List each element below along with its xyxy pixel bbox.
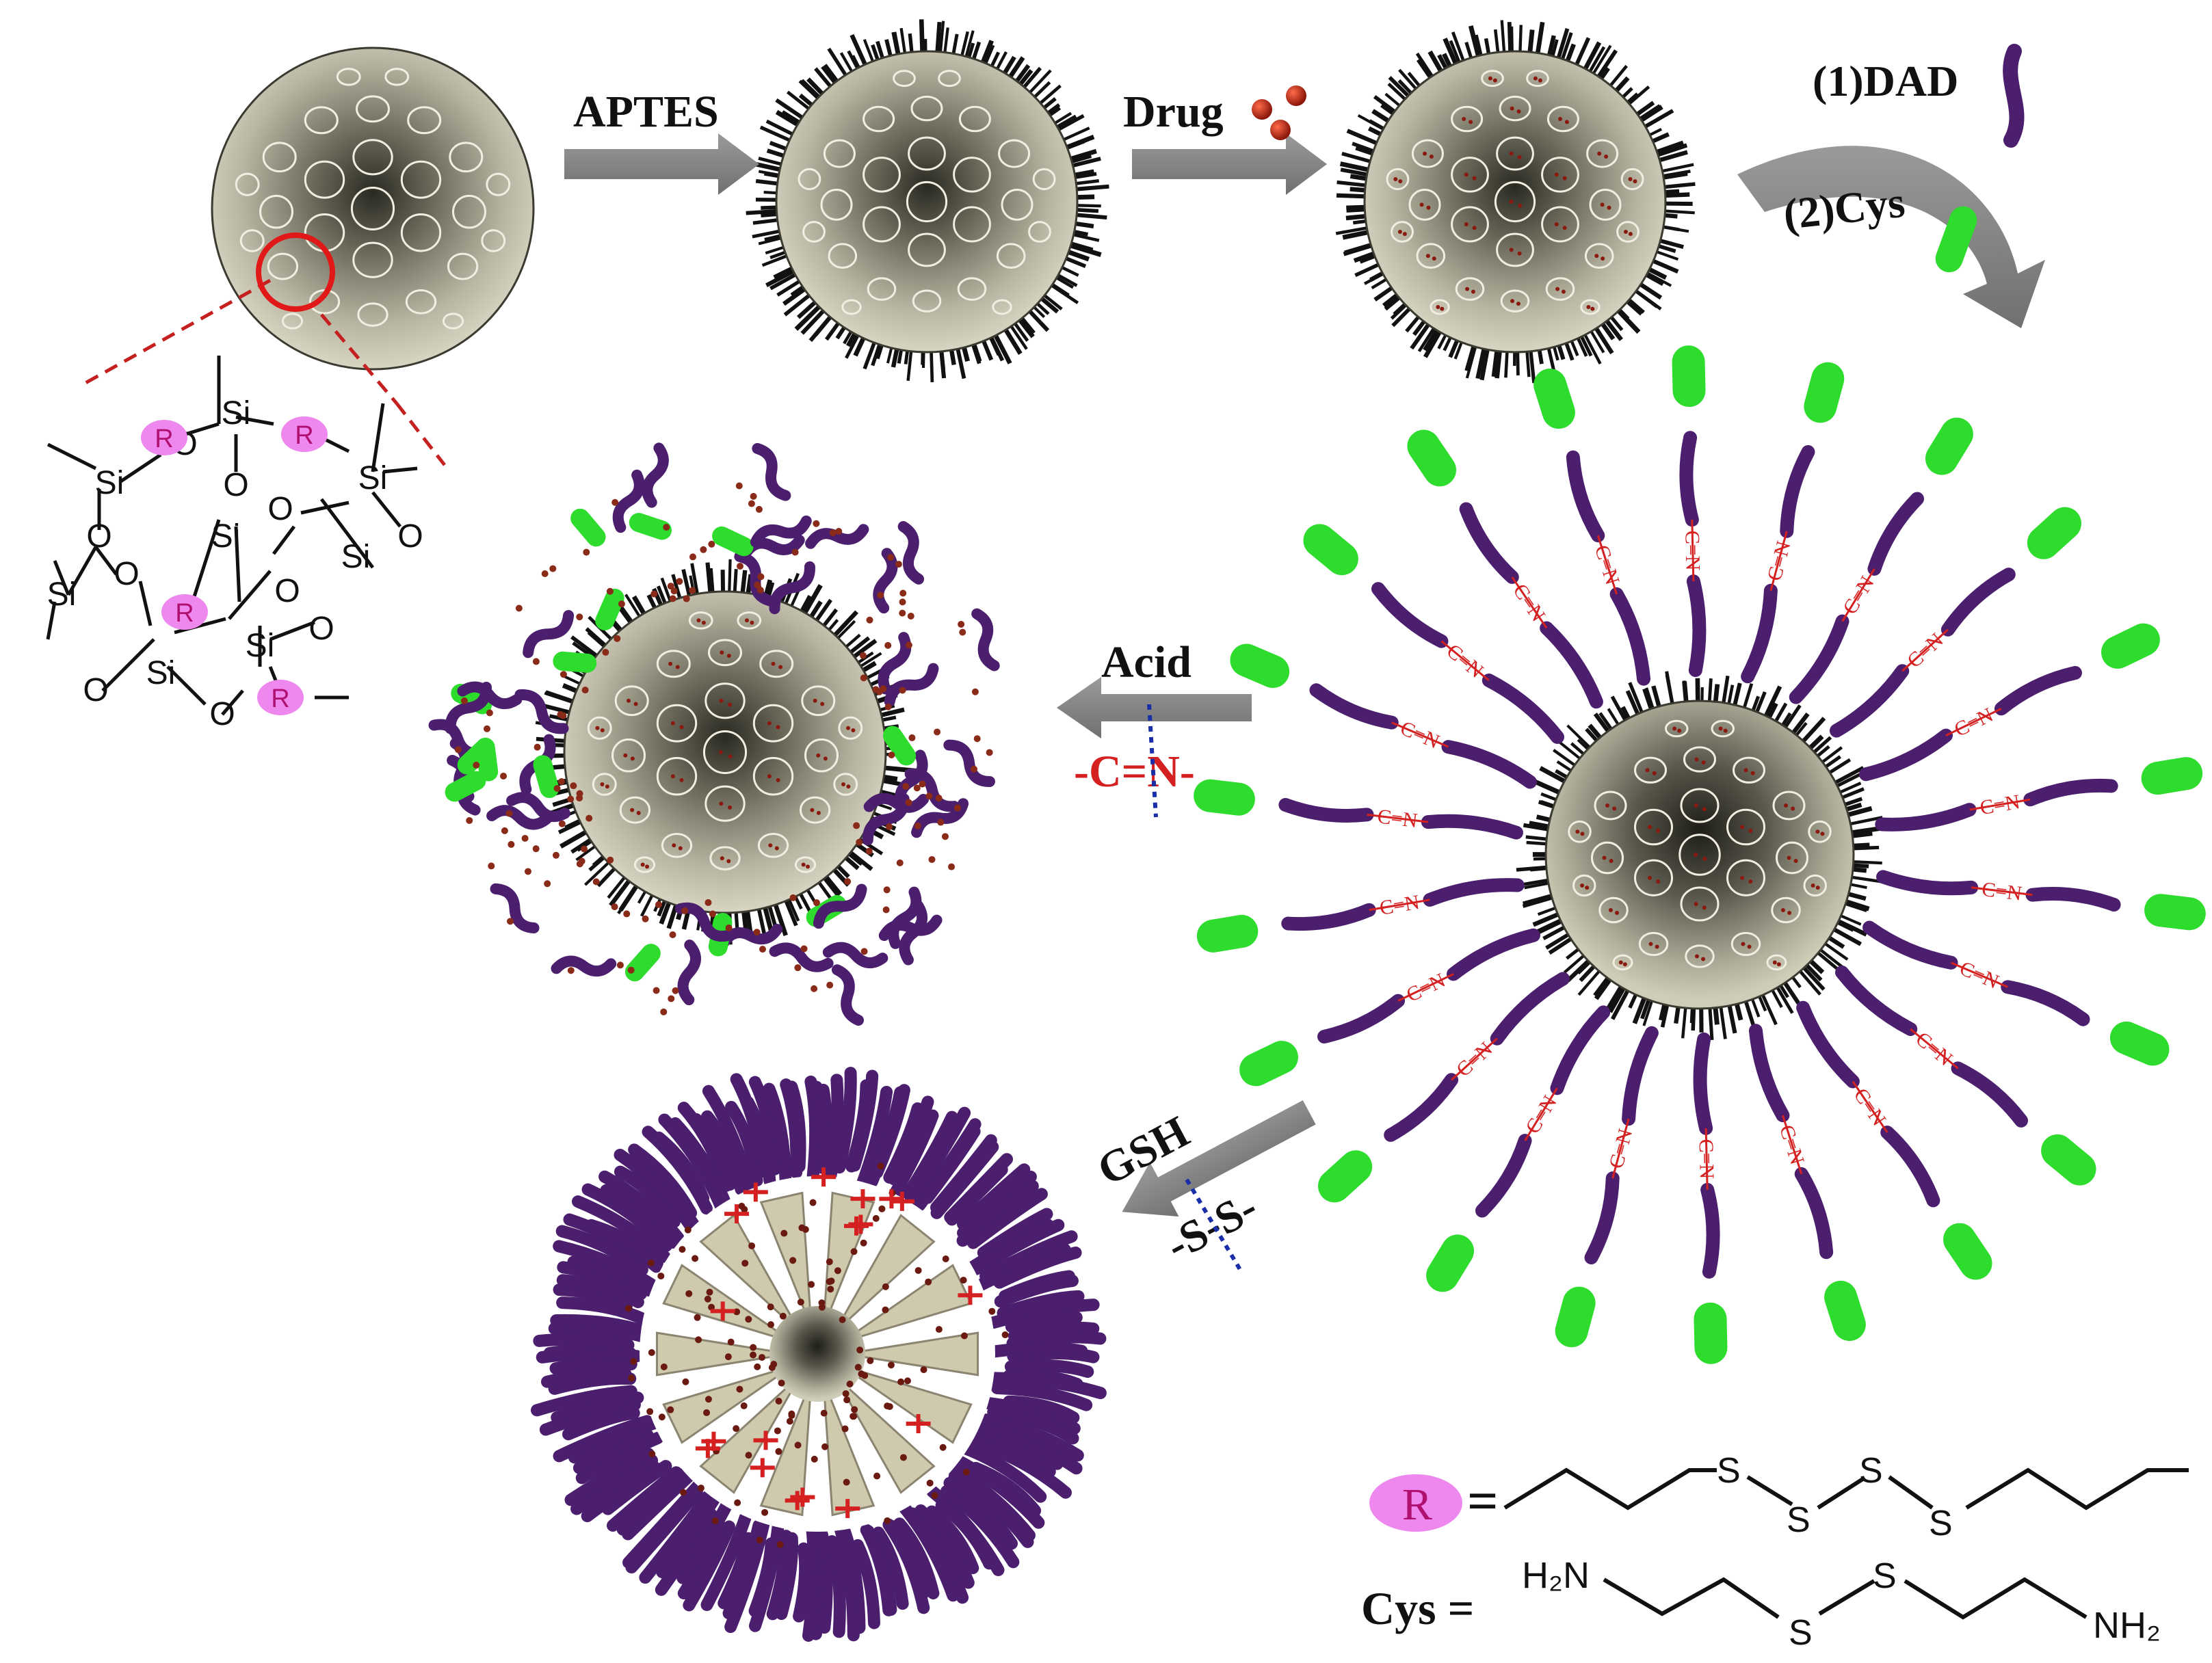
linker-cn-label: C=N — [1951, 704, 1997, 741]
aptes-arrow — [564, 133, 759, 195]
nanoparticle-layer — [212, 19, 1883, 1040]
r-s-2: S — [1787, 1500, 1811, 1540]
silica-atom: O — [308, 611, 334, 647]
silica-atom: O — [114, 556, 139, 592]
r-legend-equals: = — [1467, 1472, 1499, 1532]
silica-atom: O — [86, 518, 111, 555]
silica-atom: O — [223, 467, 248, 503]
drug-molecules-icon — [1252, 85, 1306, 140]
r-chain-3 — [1818, 1478, 1864, 1508]
silica-atom: Si — [341, 539, 371, 575]
linker-cn-label: C=N — [1956, 957, 2002, 993]
cys-nh2: NH₂ — [2093, 1605, 2161, 1646]
r-chain-5 — [1966, 1470, 2189, 1508]
silica-atom: O — [397, 518, 423, 555]
silica-atom: Si — [358, 460, 388, 496]
acid-label: Acid — [1101, 637, 1191, 687]
linker-cn-label: C=N — [1521, 1091, 1562, 1137]
silica-atom: Si — [222, 395, 251, 431]
silica-atom: Si — [47, 576, 77, 613]
r-chain-4 — [1889, 1477, 1932, 1508]
msn-drug-loaded — [1336, 21, 1695, 384]
decoration-layer: C=NC=NC=NC=NC=NC=NC=NC=NC=NC=NC=NC=NC=NC… — [431, 345, 2207, 1636]
silica-atom: Si — [211, 518, 241, 555]
linker-cn-label: C=N — [1981, 878, 2023, 905]
linker-cn-label: C=N — [1376, 805, 1419, 832]
r-chain-2 — [1748, 1477, 1792, 1504]
silica-r-group: R — [175, 599, 194, 628]
cys-h2n: H₂N — [1522, 1555, 1590, 1596]
linker-cn-label: C=N — [1397, 717, 1443, 753]
linker-cn-label: C=N — [1681, 530, 1704, 570]
cys-legend-label: Cys = — [1361, 1582, 1474, 1634]
linker-cn-label: C=N — [1443, 639, 1488, 682]
curved-arrow — [1737, 146, 2045, 328]
cys-chain-1 — [1604, 1580, 1778, 1617]
degraded-sphere — [537, 1073, 1101, 1636]
silica-atom: Si — [95, 465, 124, 501]
silica-atom: O — [267, 491, 293, 527]
silica-atom: O — [83, 672, 108, 708]
cys-s-1: S — [1789, 1613, 1813, 1653]
silica-r-group: R — [155, 425, 173, 453]
cys-s-2: S — [1873, 1556, 1897, 1596]
linker-cn-label: C=N — [1911, 1028, 1956, 1071]
linker-cn-label: C=N — [1978, 790, 2021, 819]
linker-cn-label: C=N — [1849, 1085, 1891, 1130]
silica-atom: Si — [146, 655, 176, 691]
dad-step-label: (1)DAD — [1813, 57, 1958, 105]
zoom-line-right-tail — [397, 403, 445, 465]
linker-cn-label: C=N — [1605, 1126, 1637, 1171]
r-legend-symbol: R — [1402, 1480, 1432, 1530]
dad-molecule-icon — [2010, 51, 2016, 140]
r-s-1: S — [1717, 1451, 1741, 1491]
cn-bond-label: -C=N- — [1074, 747, 1195, 797]
drug-arrow — [1132, 133, 1327, 195]
linker-cn-label: C=N — [1839, 572, 1879, 618]
silica-atom: Si — [246, 628, 275, 664]
silica-r-group: R — [295, 421, 313, 450]
aptes-label: APTES — [573, 87, 719, 137]
legend: R = S S S S Cys = H₂N S S NH₂ — [1361, 1451, 2189, 1653]
msn-capped — [1516, 671, 1883, 1040]
linker-cn-label: C=N — [1378, 891, 1421, 920]
msn-bare — [212, 48, 534, 369]
zoom-line-left — [85, 280, 270, 383]
linker-cn-label: C=N — [1775, 1122, 1808, 1167]
silica-atom: O — [274, 573, 300, 609]
msn-aptes — [746, 19, 1109, 382]
r-chain-1 — [1505, 1470, 1717, 1508]
cys-chain-2 — [1819, 1581, 1874, 1614]
linker-cn-label: C=N — [1590, 542, 1624, 587]
silica-structure: SiSiOOSiOOSiOSiSiOSiOOOSiORRRR — [47, 356, 423, 732]
r-s-3: S — [1859, 1451, 1883, 1491]
linker-cn-label: C=N — [1763, 539, 1795, 583]
linker-cn-label: C=N — [1508, 580, 1549, 626]
linker-cn-label: C=N — [1403, 969, 1449, 1007]
silica-r-group: R — [271, 684, 289, 713]
drug-label: Drug — [1123, 87, 1224, 137]
linker-cn-label: C=N — [1694, 1139, 1717, 1179]
r-s-4: S — [1929, 1504, 1953, 1543]
silica-atom: O — [209, 696, 235, 732]
cys-chain-3 — [1905, 1580, 2086, 1617]
